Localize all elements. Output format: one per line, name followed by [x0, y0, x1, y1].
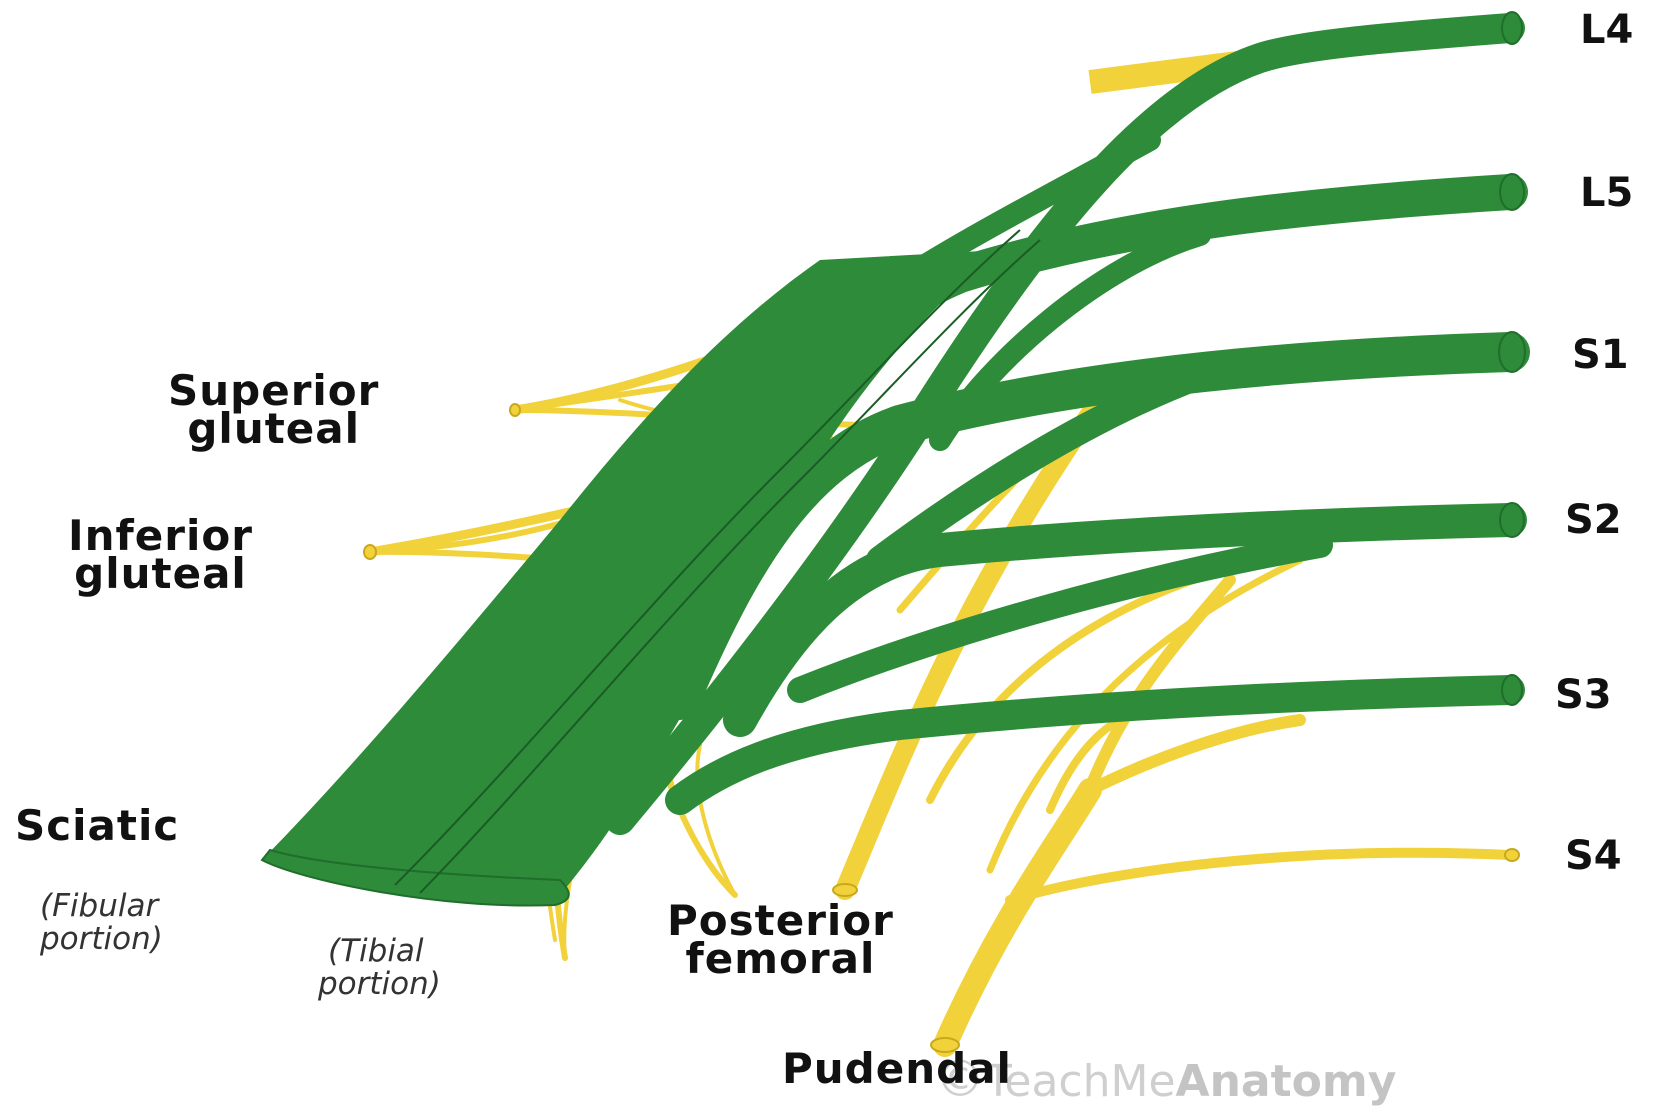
pudendal-nerve: [945, 580, 1510, 1045]
root-label-s2: S2: [1565, 500, 1622, 540]
root-label-l4: L4: [1580, 10, 1633, 50]
root-label-s1: S1: [1572, 335, 1629, 375]
root-label-s3: S3: [1555, 675, 1612, 715]
watermark-bold: Anatomy: [1176, 1056, 1397, 1107]
superior-gluteal-line-2: gluteal: [168, 408, 379, 450]
posterior-femoral-label: Posterior femoral: [667, 900, 894, 980]
superior-gluteal-label: Superior gluteal: [168, 370, 379, 450]
root-label-l5: L5: [1580, 173, 1633, 213]
inferior-gluteal-line-2: gluteal: [68, 553, 253, 595]
root-end-caps: [1499, 12, 1525, 705]
tibial-portion-label: (Tibial portion): [318, 935, 441, 1000]
fibular-portion-line-2: portion): [40, 923, 163, 956]
fibular-portion-line-1: (Fibular: [40, 890, 163, 923]
sciatic-label: Sciatic: [15, 805, 179, 847]
tibial-portion-line-2: portion): [318, 968, 441, 1001]
tibial-portion-line-1: (Tibial: [318, 935, 441, 968]
root-label-s4: S4: [1565, 836, 1622, 876]
posterior-femoral-line-2: femoral: [667, 938, 894, 980]
watermark-plain: TeachMe: [985, 1056, 1176, 1107]
fibular-portion-label: (Fibular portion): [40, 890, 163, 955]
pudendal-label: Pudendal: [782, 1048, 1012, 1090]
inferior-gluteal-label: Inferior gluteal: [68, 515, 253, 595]
